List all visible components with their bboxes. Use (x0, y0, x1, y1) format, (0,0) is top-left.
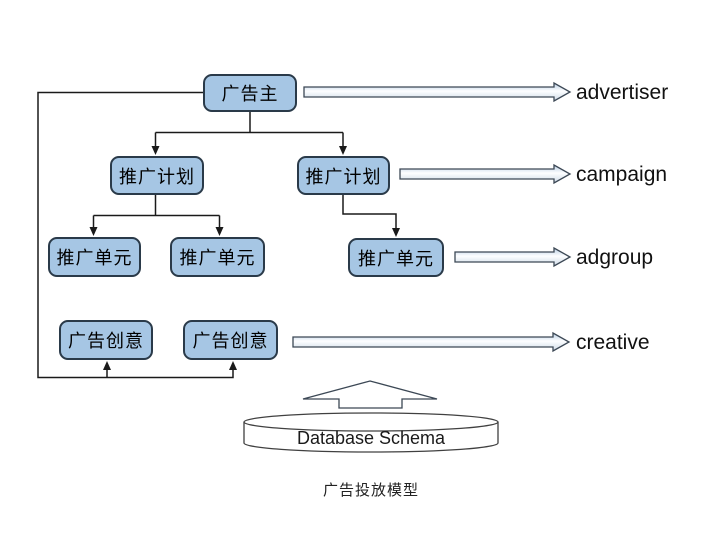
level-label-creative: creative (576, 331, 650, 354)
cylinder-top-lip (243, 421, 499, 432)
node-adgroup-3: 推广单元 (348, 238, 444, 277)
advertiser-to-creatives-line (37, 91, 234, 379)
connector-arrowheads (89, 146, 400, 370)
level-arrows (292, 81, 572, 353)
node-creative-1: 广告创意 (59, 320, 153, 360)
node-campaign-1: 推广计划 (110, 156, 204, 195)
arrowhead-down-adgroup1 (89, 227, 98, 236)
campaign-level-arrow-icon (399, 163, 572, 185)
campaign1-to-adgroups-line (92, 194, 221, 227)
arrowhead-down-campaign2 (339, 146, 347, 155)
arrowhead-down-adgroup3 (392, 228, 400, 237)
arrowhead-down-adgroup2 (215, 227, 224, 236)
node-advertiser: 广告主 (203, 74, 297, 112)
node-adgroup-1: 推广单元 (48, 237, 141, 277)
creative-level-arrow-icon (292, 331, 571, 353)
advertiser-level-arrow-icon (303, 81, 572, 103)
arrowhead-down-campaign1 (151, 146, 160, 155)
diagram-caption: 广告投放模型 (322, 482, 419, 499)
node-campaign-2: 推广计划 (297, 156, 390, 195)
campaign2-to-adgroup3-line (342, 194, 397, 228)
arrowhead-up-creative2 (229, 361, 237, 370)
cylinder-body (243, 412, 499, 453)
database-cylinder-icon (243, 412, 499, 453)
level-label-advertiser: advertiser (576, 81, 669, 104)
level-label-adgroup: adgroup (576, 246, 654, 269)
arrowhead-up-creative1 (103, 361, 111, 370)
up-block-arrow-icon (302, 380, 438, 409)
database-schema-label: Database Schema (296, 428, 446, 448)
node-adgroup-2: 推广单元 (170, 237, 265, 277)
level-label-campaign: campaign (576, 163, 668, 186)
adgroup-level-arrow-icon (454, 246, 572, 268)
tree-connectors (37, 91, 397, 379)
advertiser-to-campaigns-line (154, 111, 344, 146)
node-creative-2: 广告创意 (183, 320, 278, 360)
